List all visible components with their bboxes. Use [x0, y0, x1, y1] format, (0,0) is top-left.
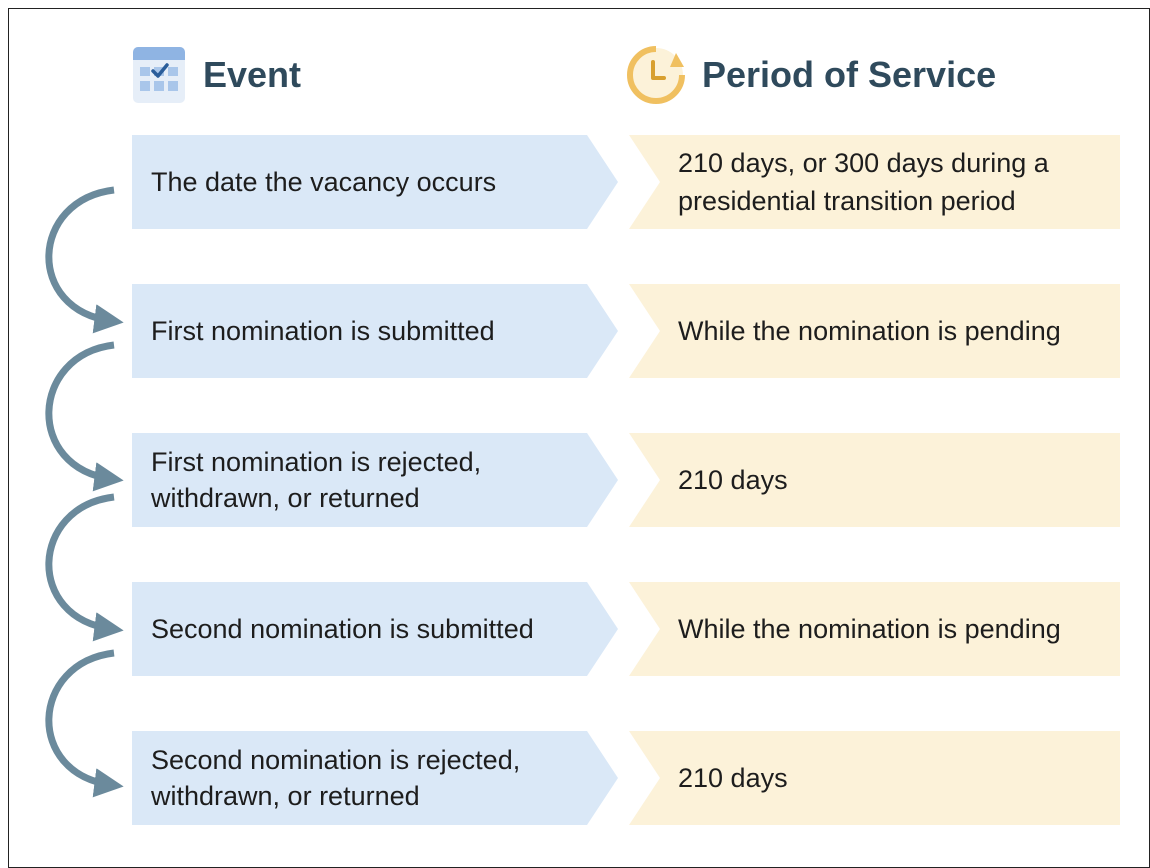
period-label: 210 days	[678, 465, 788, 495]
period-box: 210 days	[629, 731, 1120, 825]
period-header: Period of Service	[626, 45, 996, 105]
event-header-label: Event	[203, 54, 302, 95]
event-label: Second nomination is submitted	[151, 614, 534, 644]
event-label: First nomination is rejected, withdrawn,…	[151, 447, 482, 513]
event-label: First nomination is submitted	[151, 316, 495, 346]
event-box: First nomination is submitted	[132, 284, 618, 378]
connector-arrow	[45, 186, 124, 334]
connector-arrow	[45, 341, 124, 492]
event-header: Event	[131, 45, 301, 105]
period-box: While the nomination is pending	[629, 284, 1120, 378]
period-label: While the nomination is pending	[678, 316, 1061, 346]
period-label: 210 days, or 300 days during a president…	[678, 148, 1049, 216]
event-label: The date the vacancy occurs	[151, 167, 497, 197]
period-label: While the nomination is pending	[678, 614, 1061, 644]
event-box: Second nomination is submitted	[132, 582, 618, 676]
event-box: The date the vacancy occurs	[132, 135, 618, 229]
event-label: Second nomination is rejected, withdrawn…	[151, 745, 521, 811]
period-header-label: Period of Service	[702, 54, 997, 95]
event-box: First nomination is rejected, withdrawn,…	[132, 433, 618, 527]
clock-icon	[627, 46, 685, 104]
event-box: Second nomination is rejected, withdrawn…	[132, 731, 618, 825]
connector-arrow	[45, 493, 124, 642]
period-box: While the nomination is pending	[629, 582, 1120, 676]
calendar-icon	[133, 47, 185, 103]
period-box: 210 days	[629, 433, 1120, 527]
period-box: 210 days, or 300 days during a president…	[629, 135, 1120, 229]
period-label: 210 days	[678, 763, 788, 793]
connector-arrow	[45, 649, 124, 798]
